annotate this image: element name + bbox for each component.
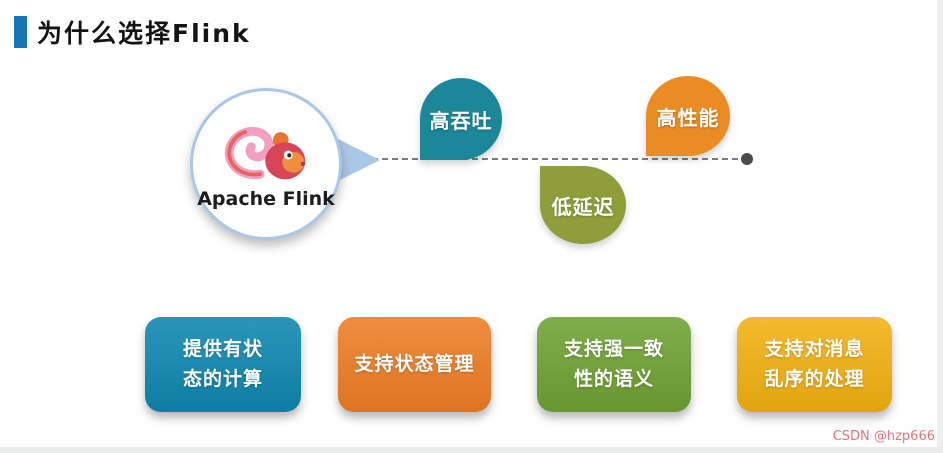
feature-line: 支持对消息 xyxy=(764,338,865,361)
feature-line: 态的计算 xyxy=(182,367,263,390)
flink-logo-circle: Apache Flink xyxy=(190,88,342,240)
slide-header: 为什么选择Flink xyxy=(14,14,251,50)
pin-high-throughput: 高吞吐 xyxy=(420,78,502,160)
feature-card-state-management: 支持状态管理 xyxy=(338,317,491,412)
page-title: 为什么选择Flink xyxy=(37,19,251,48)
screenshot-bottom-edge xyxy=(0,447,943,453)
feature-line: 乱序的处理 xyxy=(764,367,865,390)
title-accent-bar xyxy=(14,16,27,48)
flink-squirrel-icon xyxy=(224,126,306,180)
screenshot-right-edge xyxy=(937,0,943,453)
pin-label: 高吞吐 xyxy=(429,108,493,133)
feature-card-stateful-computation: 提供有状 态的计算 xyxy=(145,317,301,412)
timeline-end-dot xyxy=(741,153,753,165)
pin-high-performance: 高性能 xyxy=(646,76,730,156)
feature-line: 提供有状 xyxy=(182,338,263,361)
feature-line: 支持强一致 xyxy=(563,338,664,361)
watermark: CSDN @hzp666 xyxy=(832,429,935,444)
flink-logo-label: Apache Flink xyxy=(197,188,335,210)
feature-line: 支持状态管理 xyxy=(354,352,475,375)
feature-card-out-of-order-handling: 支持对消息 乱序的处理 xyxy=(737,317,892,412)
pin-label: 高性能 xyxy=(656,105,720,130)
pin-label: 低延迟 xyxy=(551,194,615,219)
timeline-dashed-line xyxy=(372,158,748,160)
feature-line: 性的语义 xyxy=(573,367,654,390)
pin-low-latency: 低延迟 xyxy=(540,166,626,244)
feature-card-strong-consistency: 支持强一致 性的语义 xyxy=(537,317,691,412)
